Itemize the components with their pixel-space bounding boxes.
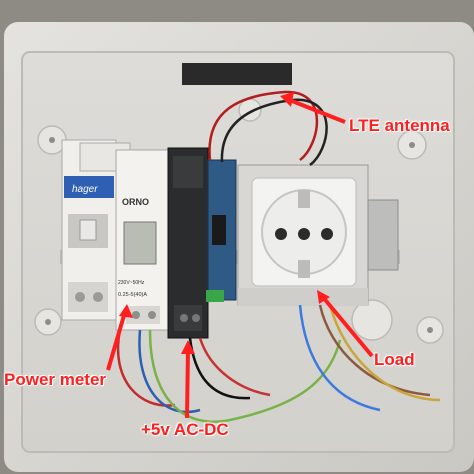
socket-module xyxy=(237,164,369,306)
svg-text:ORNO: ORNO xyxy=(122,197,149,207)
svg-text:hager: hager xyxy=(72,184,98,195)
acdc-label: +5v AC-DC xyxy=(141,420,229,439)
din-clamp xyxy=(367,199,399,271)
svg-text:230V~50Hz: 230V~50Hz xyxy=(118,280,145,286)
controller-board xyxy=(206,159,237,302)
power-meter-label: Power meter xyxy=(4,370,107,389)
acdc-power-supply xyxy=(167,147,209,339)
orno-power-meter: ORNO 230V~50Hz 0.25-5(40)A xyxy=(115,149,169,331)
annotation-arrows xyxy=(106,92,374,419)
lte-antenna-label: LTE antenna xyxy=(349,116,450,135)
svg-text:0.25-5(40)A: 0.25-5(40)A xyxy=(118,292,147,298)
wiring xyxy=(116,90,441,423)
lte-antenna-module xyxy=(182,63,292,85)
load-label: Load xyxy=(374,350,415,369)
